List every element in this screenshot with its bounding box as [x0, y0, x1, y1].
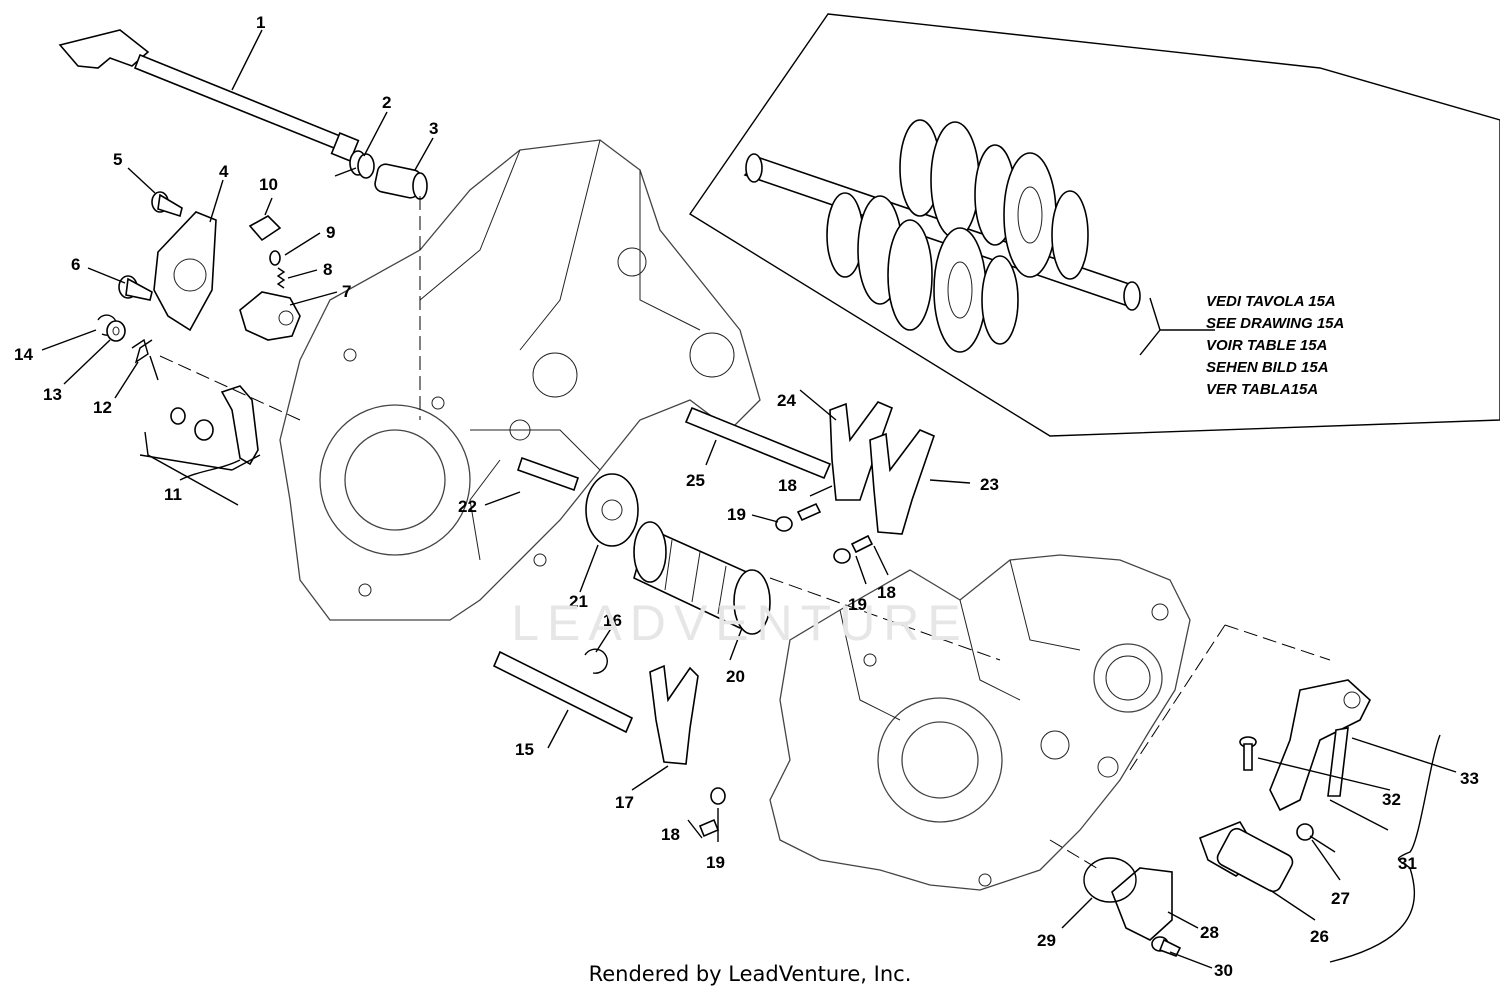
callout-1: 1	[256, 13, 265, 32]
detent-spring-icon	[276, 267, 286, 289]
callout-4: 4	[219, 162, 229, 181]
watermark: LEADVENTURE	[511, 595, 969, 651]
callout-12: 12	[93, 398, 112, 417]
callout-29: 29	[1037, 931, 1056, 950]
pedal-tip-icon	[1198, 821, 1294, 893]
callout-10: 10	[259, 175, 278, 194]
callout-20: 20	[726, 667, 745, 686]
pin-icon	[269, 250, 281, 266]
guide-pin-icon	[698, 502, 874, 838]
reference-line-de: SEHEN BILD 15A	[1206, 359, 1329, 376]
callout-14: 14	[14, 345, 33, 364]
detent-lever-icon	[239, 291, 301, 341]
callout-19b: 19	[727, 505, 746, 524]
shift-fork-17-icon	[649, 664, 699, 765]
gear-set-icon	[826, 119, 1089, 353]
callout-24: 24	[777, 391, 796, 410]
callout-6: 6	[71, 255, 80, 274]
callout-15: 15	[515, 740, 534, 759]
washer-icon	[106, 320, 126, 342]
shift-shaft-icon	[58, 29, 360, 162]
bolt-33-icon	[1327, 727, 1349, 797]
callout-2: 2	[382, 93, 391, 112]
callout-23: 23	[980, 475, 999, 494]
callout-labels: 1 2 3 4 5 6 7 8 9 10 11 12 13 14 15 16 1…	[14, 13, 1479, 980]
callout-8: 8	[323, 260, 332, 279]
bushing-icon	[374, 163, 428, 200]
reference-line-fr: VOIR TABLE 15A	[1206, 337, 1327, 354]
pin-32-icon	[1239, 736, 1257, 771]
callout-3: 3	[429, 119, 438, 138]
alignment-lines	[159, 196, 1331, 871]
reference-note: VEDI TAVOLA 15A SEE DRAWING 15A VOIR TAB…	[1206, 293, 1344, 398]
callout-5: 5	[113, 150, 122, 169]
gear-shift-lever-icon	[1269, 679, 1371, 812]
footer-credit: Rendered by LeadVenture, Inc.	[588, 962, 912, 986]
spring-27-icon	[1296, 823, 1336, 853]
callout-19a: 19	[706, 853, 725, 872]
drum-cam-icon	[585, 473, 639, 547]
callout-28: 28	[1200, 923, 1219, 942]
callout-9: 9	[326, 223, 335, 242]
bolt-30-icon	[1151, 936, 1182, 958]
callout-25: 25	[686, 471, 705, 490]
callout-18c: 18	[877, 583, 896, 602]
reference-line-en: SEE DRAWING 15A	[1206, 315, 1344, 332]
crankcase-left-half	[279, 139, 761, 621]
callout-21: 21	[569, 592, 588, 611]
spacer-block-icon	[248, 215, 282, 242]
reference-line-es: VER TABLA15A	[1206, 381, 1318, 398]
callout-22: 22	[458, 497, 477, 516]
callout-11: 11	[164, 485, 182, 504]
shift-fork-23-icon	[869, 429, 935, 535]
callout-18b: 18	[778, 476, 797, 495]
callout-30: 30	[1214, 961, 1233, 980]
screw-6-icon	[118, 275, 153, 301]
torsion-spring-icon	[131, 338, 159, 381]
gearbox-inset	[689, 13, 1500, 437]
callout-33: 33	[1460, 769, 1479, 788]
screw-5-icon	[151, 191, 183, 218]
fork-shaft-icon	[492, 406, 832, 734]
cover-28-icon	[1111, 867, 1173, 941]
callout-17: 17	[615, 793, 634, 812]
callout-31: 31	[1398, 854, 1417, 873]
selector-drum-icon	[633, 521, 771, 635]
callout-13: 13	[43, 385, 62, 404]
selector-arm-icon	[170, 385, 259, 466]
callout-7: 7	[342, 282, 351, 301]
callout-32: 32	[1382, 790, 1401, 809]
o-ring-icon	[1083, 857, 1137, 903]
reference-line-it: VEDI TAVOLA 15A	[1206, 293, 1336, 310]
roller-icon	[710, 516, 851, 805]
callout-27: 27	[1331, 889, 1350, 908]
stud-bolt-icon	[516, 456, 580, 492]
retainer-plate-icon	[153, 211, 217, 332]
callout-26: 26	[1310, 927, 1329, 946]
crankcase-right-half	[769, 554, 1191, 891]
return-spring-icon	[334, 150, 375, 179]
callout-19c: 19	[848, 595, 867, 614]
callout-18a: 18	[661, 825, 680, 844]
leader-lines	[41, 29, 1457, 969]
callout-16: 16	[603, 611, 622, 630]
circlip-16-icon	[584, 648, 608, 674]
